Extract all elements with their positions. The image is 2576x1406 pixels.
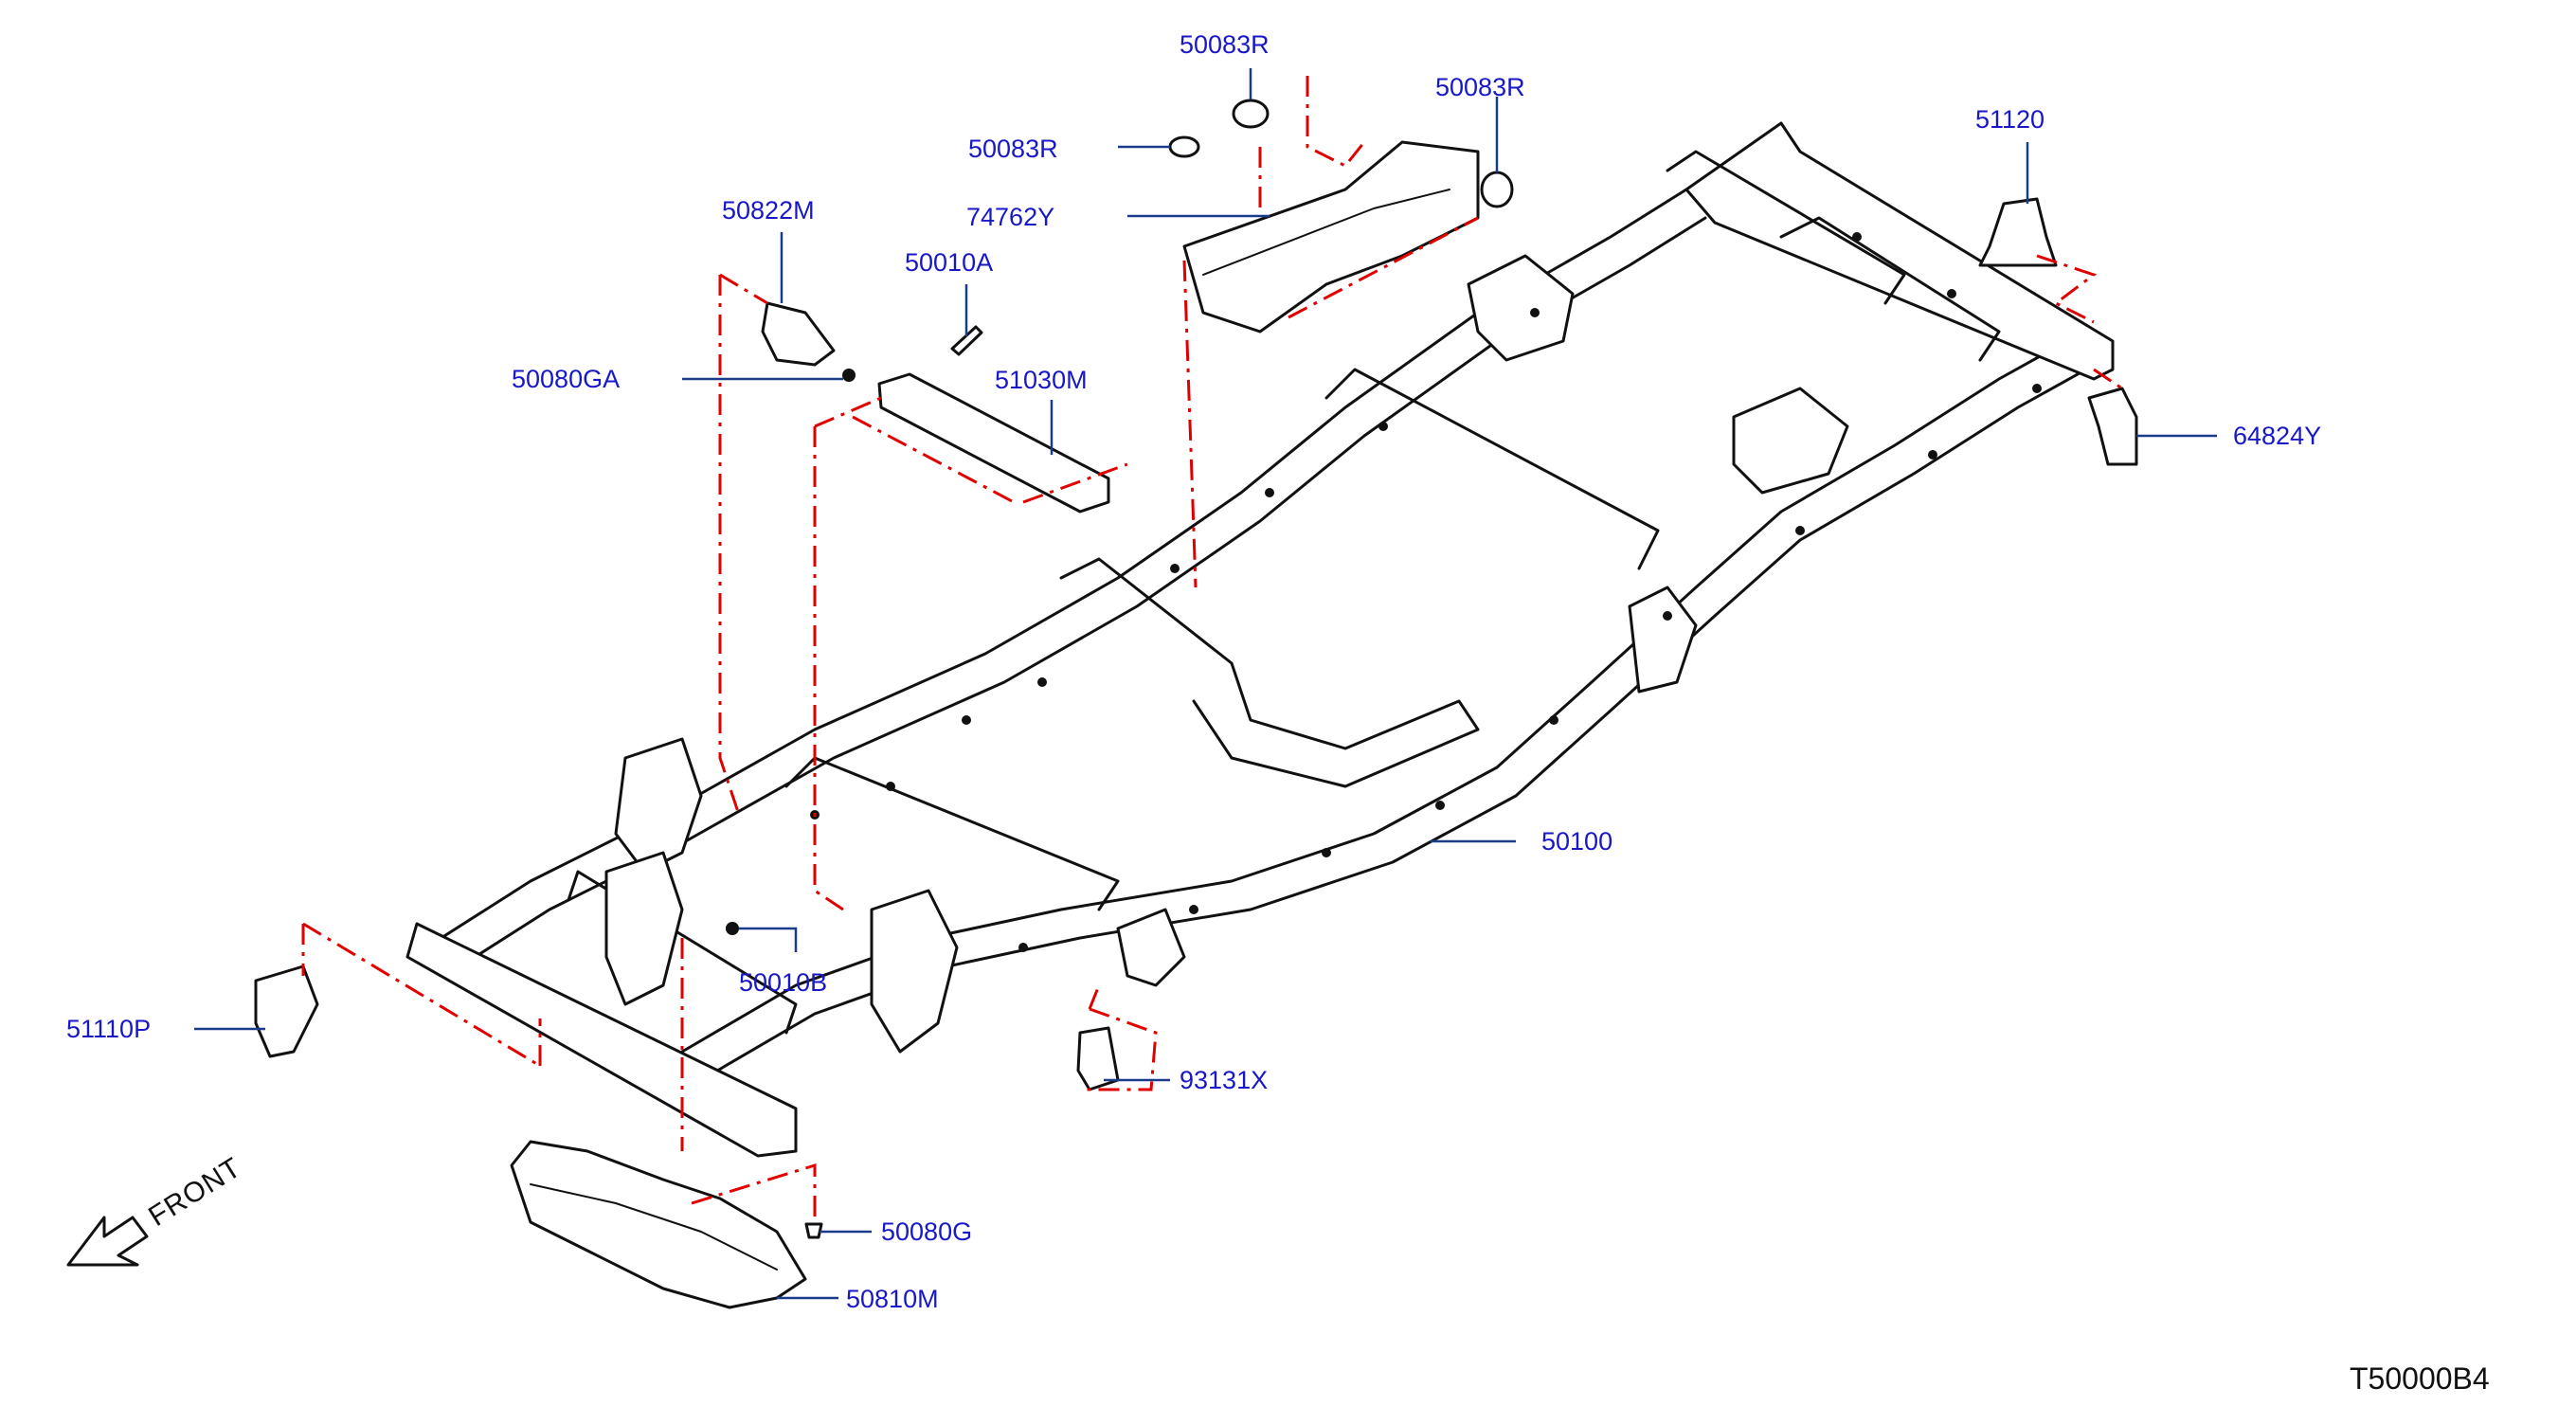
callout-50100: 50100 (1541, 827, 1612, 856)
callout-74762Y: 74762Y (966, 203, 1054, 231)
exploded-parts (254, 99, 2138, 1309)
callout-50080G: 50080G (881, 1217, 972, 1246)
callout-50083R-left: 50083R (968, 135, 1058, 163)
callout-50810M: 50810M (846, 1285, 939, 1313)
chassis-frame (405, 121, 2115, 1158)
callout-51120: 51120 (1975, 105, 2045, 134)
callout-64824Y: 64824Y (2233, 422, 2321, 450)
callout-50010B: 50010B (739, 968, 827, 997)
front-arrow-icon (66, 1216, 149, 1267)
callout-50010A: 50010A (905, 248, 993, 277)
callout-labels: 50083R 50083R 50083R 74762Y 50822M 50010… (66, 30, 2321, 1313)
callout-50822M: 50822M (722, 196, 815, 225)
leader-lines (194, 68, 2217, 1300)
callout-51110P: 51110P (66, 1015, 151, 1043)
callout-93131X: 93131X (1180, 1066, 1268, 1094)
callout-50083R-top: 50083R (1180, 30, 1270, 59)
callout-50080GA: 50080GA (512, 365, 620, 393)
callout-50083R-right: 50083R (1435, 73, 1525, 101)
front-label: FRONT (143, 1152, 246, 1233)
diagram-reference-code: T50000B4 (2350, 1361, 2490, 1396)
phantom-lines (301, 76, 2123, 1222)
callout-51030M: 51030M (995, 366, 1088, 394)
